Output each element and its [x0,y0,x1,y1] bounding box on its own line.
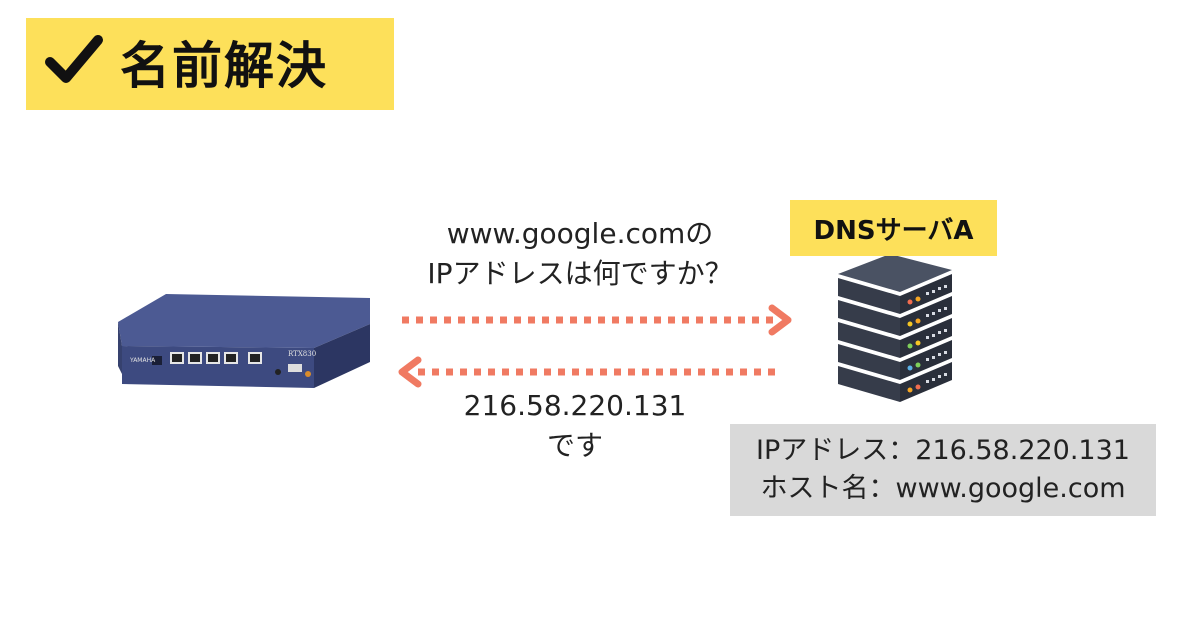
dns-record-box: IPアドレス：216.58.220.131 ホスト名：www.google.co… [730,424,1156,516]
answer-text: 216.58.220.131 です [400,386,750,466]
page-title: 名前解決 [120,37,328,95]
query-line-2: IPアドレスは何ですか？ [427,257,733,290]
server-rack-icon [838,254,952,402]
router-model: RTX830 [288,350,316,358]
router-brand: YAMAHA [129,357,156,364]
request-arrow [402,304,792,336]
dns-server-label: DNSサーバA [790,200,997,256]
response-arrow [398,356,782,388]
router-device: YAMAHA RTX830 [118,294,370,388]
record-host-line: ホスト名：www.google.com [760,473,1126,504]
query-line-1: www.google.comの [446,217,714,250]
title-banner [26,18,394,110]
check-icon [45,35,103,83]
exchange-arrows [398,304,792,388]
query-text: www.google.comの IPアドレスは何ですか？ [390,214,770,294]
answer-line-2: です [546,429,603,462]
answer-line-1: 216.58.220.131 [463,389,687,422]
record-ip-line: IPアドレス：216.58.220.131 [756,435,1130,466]
